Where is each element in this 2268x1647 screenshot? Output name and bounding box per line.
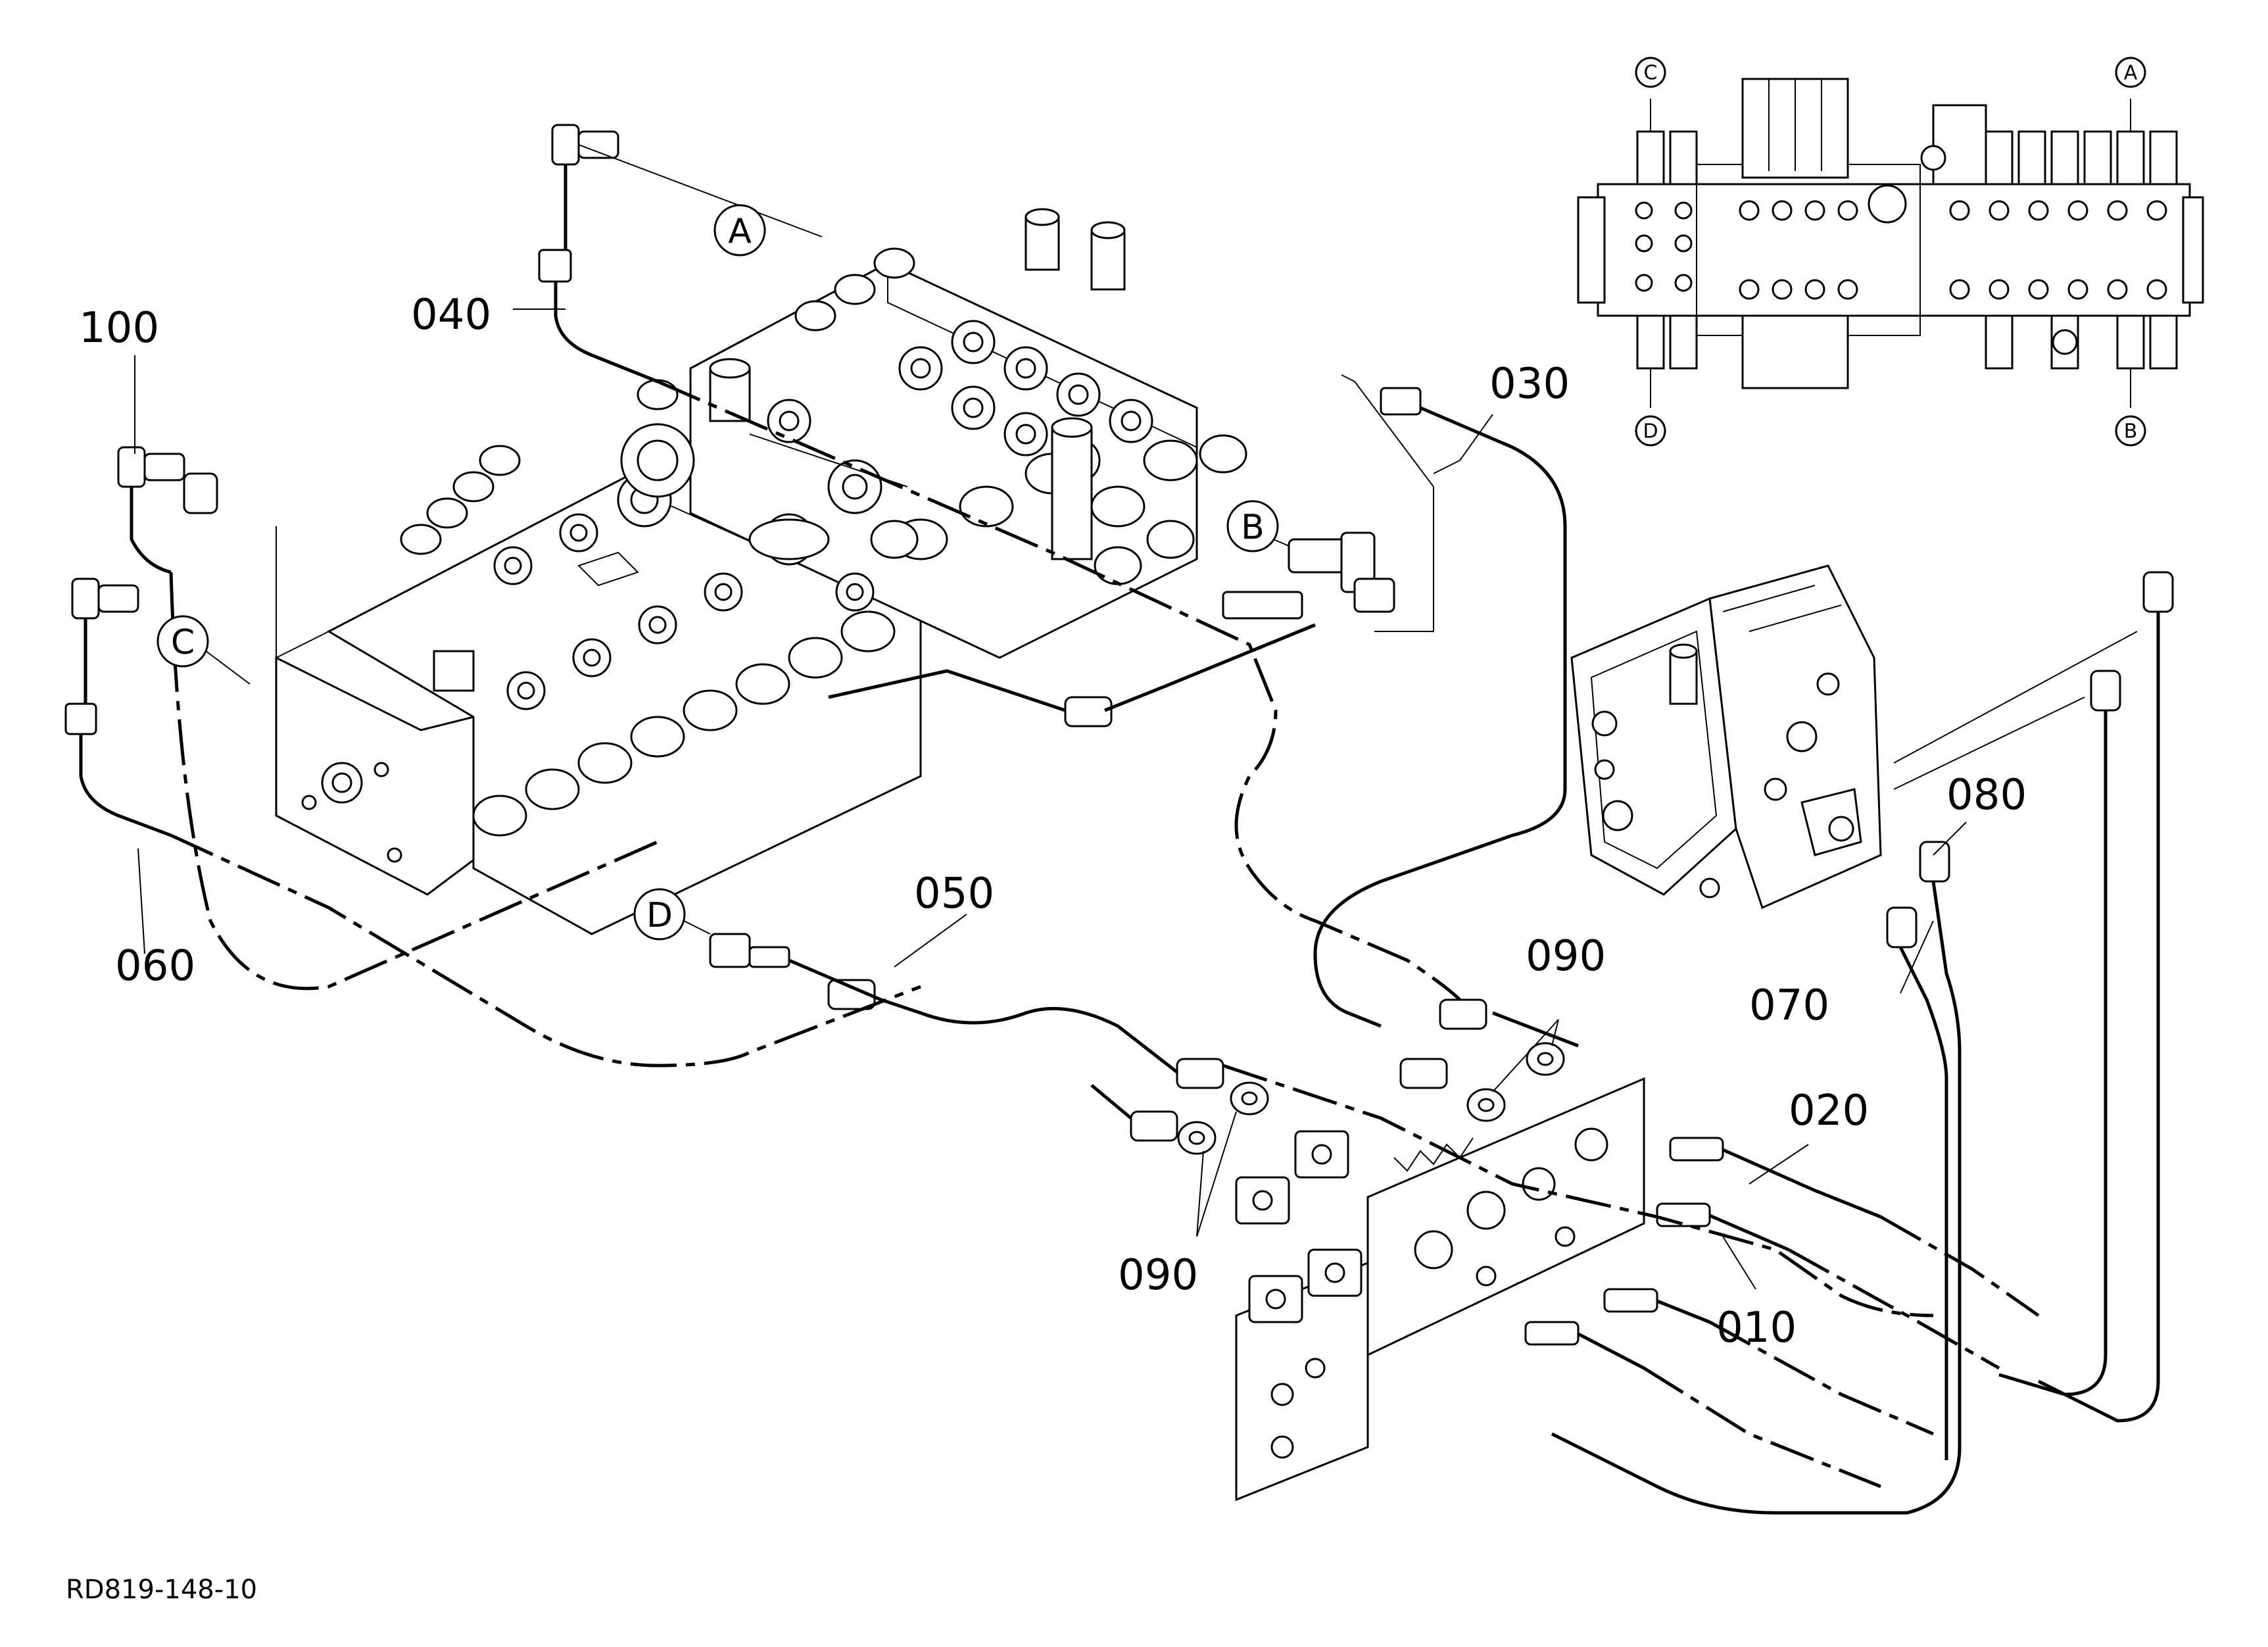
ref-circle-A: A bbox=[713, 204, 766, 257]
drawing-code: RD819-148-10 bbox=[66, 1575, 257, 1605]
part-labels: 100 040 030 050 060 090 090 080 070 020 … bbox=[79, 291, 2027, 1352]
label-020: 020 bbox=[1789, 1087, 1869, 1135]
connection-paths bbox=[169, 380, 2040, 1488]
label-050: 050 bbox=[914, 870, 994, 918]
hydraulic-pump bbox=[1570, 564, 1882, 910]
ref-C-text: C bbox=[171, 623, 195, 662]
inset-ref-A: A bbox=[2124, 62, 2138, 85]
ref-A-text: A bbox=[728, 212, 752, 251]
fittings bbox=[64, 124, 2174, 1346]
inset-ref-C: C bbox=[1644, 62, 1658, 85]
label-080: 080 bbox=[1946, 771, 2027, 820]
inset-ref-B: B bbox=[2124, 420, 2138, 443]
inset-ref-D: D bbox=[1643, 420, 1658, 443]
leader-lines bbox=[134, 144, 2138, 1290]
ref-circle-B: B bbox=[1226, 500, 1279, 553]
ref-circle-C: C bbox=[157, 615, 209, 668]
control-valve-assembly bbox=[275, 208, 1247, 935]
ref-circle-D: D bbox=[633, 888, 686, 941]
label-010: 010 bbox=[1716, 1304, 1797, 1352]
label-040: 040 bbox=[411, 291, 491, 339]
label-030: 030 bbox=[1489, 360, 1570, 408]
ref-D-text: D bbox=[646, 896, 673, 935]
label-090-lower: 090 bbox=[1118, 1251, 1198, 1300]
label-070: 070 bbox=[1749, 981, 1829, 1030]
inset-top-view: C A D B bbox=[1577, 57, 2204, 447]
spool-caps-upper bbox=[400, 247, 915, 555]
solenoid-valves bbox=[1235, 1130, 1363, 1323]
label-090-upper: 090 bbox=[1526, 932, 1606, 981]
hoses bbox=[79, 164, 2160, 1515]
label-060: 060 bbox=[115, 942, 195, 991]
label-100: 100 bbox=[79, 304, 159, 353]
ref-B-text: B bbox=[1241, 508, 1265, 547]
